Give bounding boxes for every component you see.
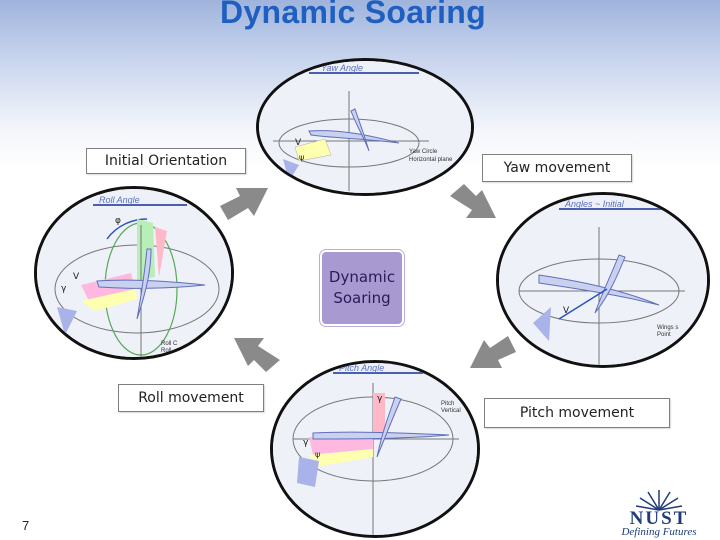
- initial-orientation-label: Initial Orientation: [86, 148, 246, 174]
- yaw-caption-1: Yaw Circle: [409, 149, 438, 155]
- psi-symbol: ψ: [299, 153, 304, 162]
- roll-diagram: Roll Angle φ V γ Roll C Roll: [34, 186, 234, 360]
- v-symbol: V: [295, 138, 302, 148]
- right-caption-1: Wings s: [657, 325, 678, 331]
- page-number: 7: [22, 518, 30, 533]
- yaw-diagram: Yaw Angle V ψ Yaw Circle Horizontal plan…: [256, 58, 474, 196]
- slide-title: Dynamic Soaring: [220, 0, 486, 30]
- pitch-header: Pitch Angle: [339, 363, 384, 373]
- logo-name: NUST: [629, 508, 689, 529]
- right-caption-2: Point: [657, 332, 671, 338]
- roll-movement-label: Roll movement: [118, 384, 264, 412]
- roll-header: Roll Angle: [99, 195, 140, 205]
- v-symbol-roll: V: [73, 272, 80, 282]
- yaw-movement-label: Yaw movement: [482, 154, 632, 182]
- center-label-line1: Dynamic: [328, 268, 396, 286]
- pitch-diagram: Pitch Angle γ γ ψ Pitch Vertical: [270, 360, 480, 538]
- logo-emblem-icon: [635, 490, 683, 511]
- arrow-up-right-icon: [220, 188, 268, 220]
- phi-symbol: φ: [115, 216, 121, 226]
- yaw-header: Yaw Angle: [321, 63, 363, 73]
- yaw-caption-2: Horizontal plane: [409, 157, 453, 163]
- nust-logo: NUST Defining Futures: [604, 488, 714, 538]
- arrow-down-left-icon: [470, 336, 516, 368]
- pitch-movement-label: Pitch movement: [484, 398, 670, 428]
- gamma-symbol-pitch-2: γ: [303, 438, 309, 448]
- right-diagram: Angles ~ Initial V Wings s Point: [496, 192, 710, 368]
- roll-caption-1: Roll C: [161, 341, 178, 347]
- psi-symbol-pitch: ψ: [315, 450, 320, 459]
- right-header: Angles ~ Initial: [564, 199, 625, 209]
- center-label-line2: Soaring: [333, 289, 391, 307]
- arrow-down-right-icon: [450, 184, 496, 218]
- pitch-caption-1: Pitch: [441, 401, 454, 407]
- logo-tagline: Defining Futures: [621, 526, 697, 538]
- roll-caption-2: Roll: [161, 348, 171, 354]
- v-symbol-right: V: [563, 306, 570, 316]
- center-dynamic-soaring: Dynamic Soaring: [320, 250, 404, 326]
- gamma-symbol-roll: γ: [61, 284, 67, 294]
- pitch-caption-2: Vertical: [441, 408, 461, 414]
- gamma-symbol-pitch: γ: [377, 394, 383, 404]
- arrow-up-left-icon: [234, 338, 280, 372]
